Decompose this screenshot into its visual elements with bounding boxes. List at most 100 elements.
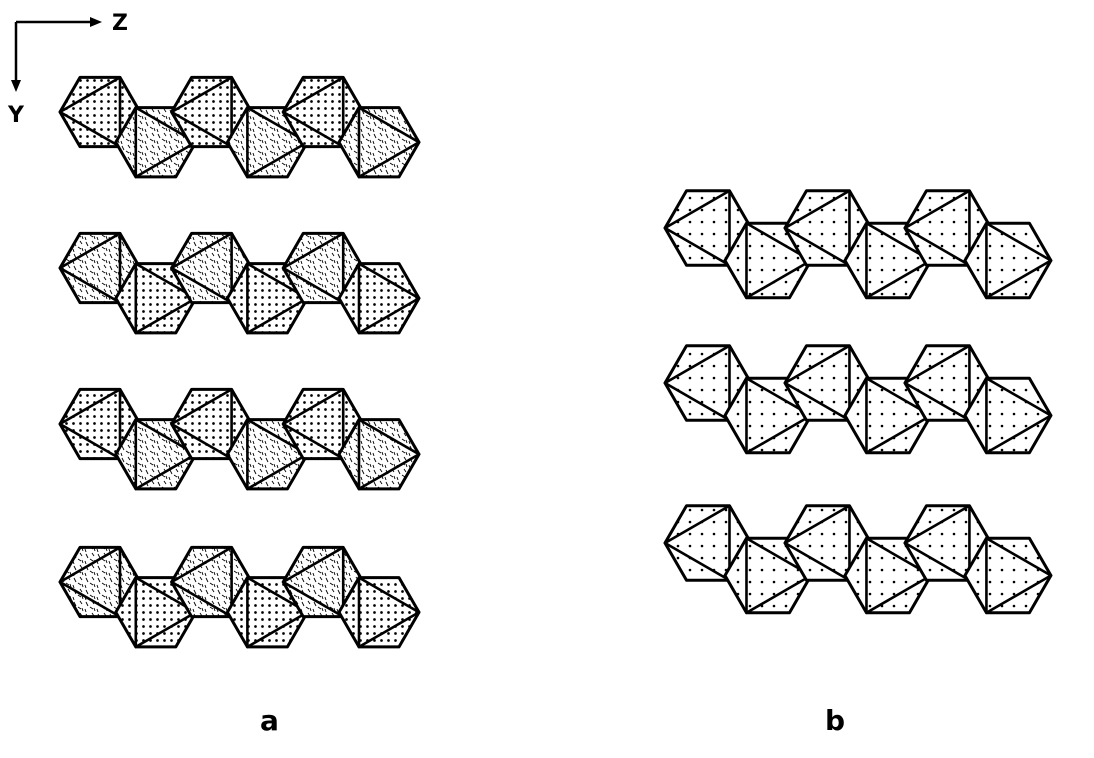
octahedron-edge bbox=[134, 610, 198, 649]
octahedron bbox=[843, 536, 933, 615]
panel-a-label: a bbox=[260, 704, 279, 737]
octahedron-edge bbox=[903, 189, 971, 230]
octahedron-edge bbox=[134, 452, 198, 491]
octahedron-edge bbox=[58, 110, 122, 148]
octahedron bbox=[723, 536, 813, 615]
octahedron bbox=[663, 189, 753, 267]
octahedron-edge bbox=[170, 546, 233, 584]
octahedron bbox=[843, 221, 933, 300]
octahedron-edge bbox=[745, 574, 813, 615]
octahedron bbox=[170, 387, 254, 461]
octahedron-edge bbox=[170, 422, 233, 460]
octahedron-edge bbox=[281, 580, 345, 618]
octahedron-edge bbox=[783, 381, 851, 422]
octahedron-edge bbox=[663, 226, 731, 267]
octahedron-edge bbox=[903, 344, 971, 385]
chain-row-1 bbox=[58, 75, 421, 179]
chain-row-3 bbox=[58, 387, 421, 491]
octahedron bbox=[225, 576, 309, 649]
octahedron-edge bbox=[745, 414, 813, 455]
octahedron-edge bbox=[170, 580, 233, 618]
octahedron bbox=[963, 221, 1053, 300]
octahedron-edge bbox=[357, 296, 421, 335]
chain-row-3 bbox=[663, 504, 1053, 615]
z-axis-arrowhead bbox=[90, 17, 102, 27]
octahedron-edge bbox=[903, 504, 971, 545]
octahedron-edge bbox=[865, 259, 933, 300]
chain-row-1 bbox=[663, 189, 1053, 300]
octahedron bbox=[963, 376, 1053, 455]
octahedron-edge bbox=[357, 140, 421, 179]
octahedron-edge bbox=[663, 344, 731, 385]
octahedron-edge bbox=[357, 262, 421, 300]
octahedron bbox=[281, 231, 365, 305]
octahedron bbox=[170, 75, 254, 149]
octahedron-edge bbox=[246, 610, 309, 649]
panel-b-polyhedral-chains bbox=[663, 189, 1053, 615]
octahedron-edge bbox=[58, 232, 122, 270]
octahedron-edge bbox=[170, 76, 233, 114]
z-axis-label: Z bbox=[112, 11, 128, 36]
octahedron-edge bbox=[663, 504, 731, 545]
octahedron-edge bbox=[58, 546, 122, 584]
octahedron-edge bbox=[246, 140, 309, 179]
octahedron-edge bbox=[985, 259, 1053, 300]
octahedron-edge bbox=[903, 381, 971, 422]
octahedron bbox=[963, 536, 1053, 615]
octahedron-edge bbox=[357, 576, 421, 614]
octahedron-edge bbox=[134, 296, 198, 335]
octahedron-edge bbox=[58, 422, 122, 460]
chain-row-2 bbox=[663, 344, 1053, 455]
octahedron-edge bbox=[281, 110, 345, 148]
octahedron-edge bbox=[903, 541, 971, 582]
octahedron bbox=[337, 418, 421, 491]
octahedron-edge bbox=[985, 377, 1053, 417]
octahedron-edge bbox=[985, 537, 1053, 577]
octahedron-edge bbox=[58, 266, 122, 304]
octahedron bbox=[114, 106, 198, 179]
octahedron bbox=[225, 262, 309, 335]
panel-a-polyhedral-chains bbox=[58, 75, 421, 649]
octahedron-edge bbox=[745, 259, 813, 300]
octahedron bbox=[337, 262, 421, 335]
octahedron bbox=[337, 576, 421, 649]
octahedron-edge bbox=[985, 222, 1053, 262]
octahedron-edge bbox=[170, 232, 233, 270]
octahedron-edge bbox=[58, 580, 122, 618]
octahedron-edge bbox=[865, 414, 933, 455]
octahedron bbox=[663, 344, 753, 422]
chain-row-4 bbox=[58, 545, 421, 649]
y-axis-label: Y bbox=[7, 103, 25, 128]
octahedron-edge bbox=[170, 266, 233, 304]
octahedron-edge bbox=[246, 296, 309, 335]
octahedron bbox=[903, 189, 993, 267]
octahedron-edge bbox=[865, 574, 933, 615]
y-axis-arrowhead bbox=[11, 80, 21, 92]
octahedron-edge bbox=[281, 76, 345, 114]
panel-b-label: b bbox=[825, 704, 845, 737]
octahedron-edge bbox=[783, 541, 851, 582]
octahedron-edge bbox=[783, 504, 851, 545]
octahedron bbox=[281, 75, 365, 149]
octahedron-edge bbox=[783, 189, 851, 230]
octahedron-edge bbox=[58, 76, 122, 114]
octahedron-edge bbox=[985, 574, 1053, 615]
octahedron-edge bbox=[783, 344, 851, 385]
octahedron-edge bbox=[357, 610, 421, 649]
octahedron-edge bbox=[281, 546, 345, 584]
octahedron-edge bbox=[281, 388, 345, 426]
octahedron-edge bbox=[903, 226, 971, 267]
octahedron bbox=[58, 545, 142, 619]
octahedron-edge bbox=[357, 106, 421, 144]
octahedron-edge bbox=[246, 452, 309, 491]
octahedron-edge bbox=[281, 422, 345, 460]
octahedron-edge bbox=[663, 541, 731, 582]
octahedron-edge bbox=[134, 140, 198, 179]
octahedron-edge bbox=[985, 414, 1053, 455]
octahedron-edge bbox=[663, 189, 731, 230]
octahedron-edge bbox=[170, 388, 233, 426]
axis-indicator: Z Y bbox=[7, 11, 128, 128]
octahedron-edge bbox=[170, 110, 233, 148]
octahedron-edge bbox=[663, 381, 731, 422]
